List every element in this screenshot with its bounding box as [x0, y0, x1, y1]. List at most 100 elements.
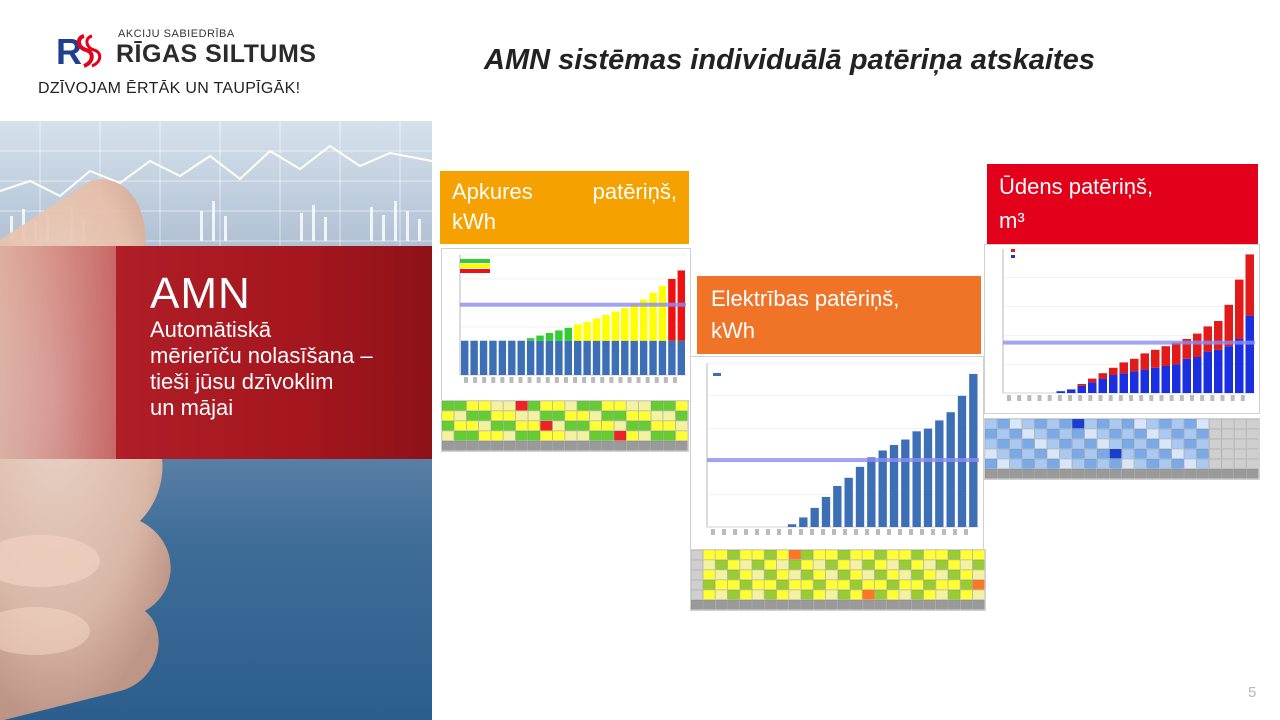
table-cell [1121, 448, 1135, 459]
table-cell [1184, 448, 1197, 459]
table-cell [540, 420, 553, 431]
heating-bar [536, 340, 544, 375]
table-cell [1009, 428, 1022, 439]
table-cell [825, 599, 838, 610]
heating-bar-overlay [649, 292, 657, 341]
table-cell [515, 430, 528, 441]
table-cell [899, 579, 912, 590]
table-cell [837, 559, 850, 570]
table-cell [540, 410, 553, 421]
table-cell [1159, 458, 1172, 469]
water-bar-hot [1140, 353, 1149, 370]
heating-bar-overlay [574, 324, 582, 341]
table-cell [1221, 438, 1234, 449]
electricity-bar [844, 477, 853, 527]
table-cell [1196, 458, 1209, 469]
table-cell [491, 430, 504, 441]
table-cell [527, 401, 540, 411]
heating-bar [611, 340, 620, 375]
table-cell [1096, 428, 1110, 439]
table-cell [776, 579, 789, 590]
table-cell [972, 579, 985, 590]
water-bar-cold [1224, 346, 1233, 393]
table-cell [1059, 438, 1072, 449]
hero-heading: AMN [150, 269, 251, 318]
table-cell [911, 579, 924, 590]
water-bar-cold [1182, 358, 1191, 393]
x-tick-label [1220, 395, 1225, 401]
table-cell [1034, 448, 1047, 459]
table-cell [997, 438, 1010, 449]
table-cell [1159, 448, 1172, 459]
table-cell [527, 430, 540, 441]
table-cell [601, 430, 614, 441]
table-cell [850, 559, 863, 570]
table-cell [935, 589, 948, 600]
table-cell [564, 410, 577, 421]
table-cell [1022, 468, 1035, 479]
table-cell [1246, 419, 1259, 429]
heating-bar [555, 340, 563, 375]
table-cell [862, 579, 875, 590]
heating-bar [592, 340, 601, 375]
logo-company-type: AKCIJU SABIEDRĪBA [118, 28, 235, 40]
table-cell [739, 550, 752, 560]
electricity-bar [889, 445, 899, 527]
table-cell [1171, 438, 1184, 449]
x-tick-label [645, 377, 650, 383]
table-cell [935, 569, 948, 580]
heating-label-word2: patēriņš, [592, 179, 677, 204]
table-cell [923, 550, 936, 560]
table-cell [454, 430, 467, 441]
table-cell [589, 440, 602, 451]
x-tick-label [876, 529, 880, 535]
electricity-bar [787, 524, 797, 527]
table-cell [491, 410, 504, 421]
x-tick-label [1057, 395, 1062, 401]
x-tick-label [1179, 395, 1184, 401]
table-cell [703, 589, 716, 600]
table-cell [651, 430, 664, 441]
table-cell [1109, 448, 1122, 459]
table-cell [454, 410, 467, 421]
table-cell [850, 550, 863, 560]
table-cell [788, 599, 801, 610]
table-cell [1084, 419, 1097, 429]
table-cell [997, 419, 1010, 429]
table-cell [715, 559, 728, 570]
table-cell [1171, 428, 1184, 439]
electricity-bar [912, 431, 921, 527]
x-tick-label [909, 529, 913, 535]
hero-text-line: mērierīču nolasīšana – [150, 343, 373, 368]
table-cell [886, 589, 899, 600]
table-cell [651, 420, 664, 431]
water-bar-cold [1119, 373, 1128, 393]
electricity-bar [878, 450, 887, 527]
water-bar-cold [1130, 371, 1139, 393]
table-cell [675, 420, 688, 431]
table-cell [752, 559, 765, 570]
table-cell [923, 559, 936, 570]
table-cell [1184, 458, 1197, 469]
electricity-consumption-label: Elektrības patēriņš, kWh [697, 276, 981, 354]
x-tick-label [627, 377, 632, 383]
table-cell [715, 589, 728, 600]
table-cell [1121, 438, 1135, 449]
table-cell [703, 599, 716, 610]
table-cell [1059, 419, 1072, 429]
heating-bar [639, 340, 648, 375]
table-cell [788, 559, 801, 570]
table-cell [515, 440, 528, 451]
table-cell [850, 579, 863, 590]
table-cell [1233, 468, 1247, 479]
table-cell [960, 559, 973, 570]
table-cell [1221, 428, 1234, 439]
table-cell [837, 550, 850, 560]
x-tick-label [573, 377, 577, 383]
table-cell [1159, 438, 1172, 449]
table-cell [1072, 458, 1085, 469]
heating-bar [564, 340, 572, 375]
table-cell [1009, 448, 1022, 459]
table-cell [739, 589, 752, 600]
table-cell [466, 410, 479, 421]
